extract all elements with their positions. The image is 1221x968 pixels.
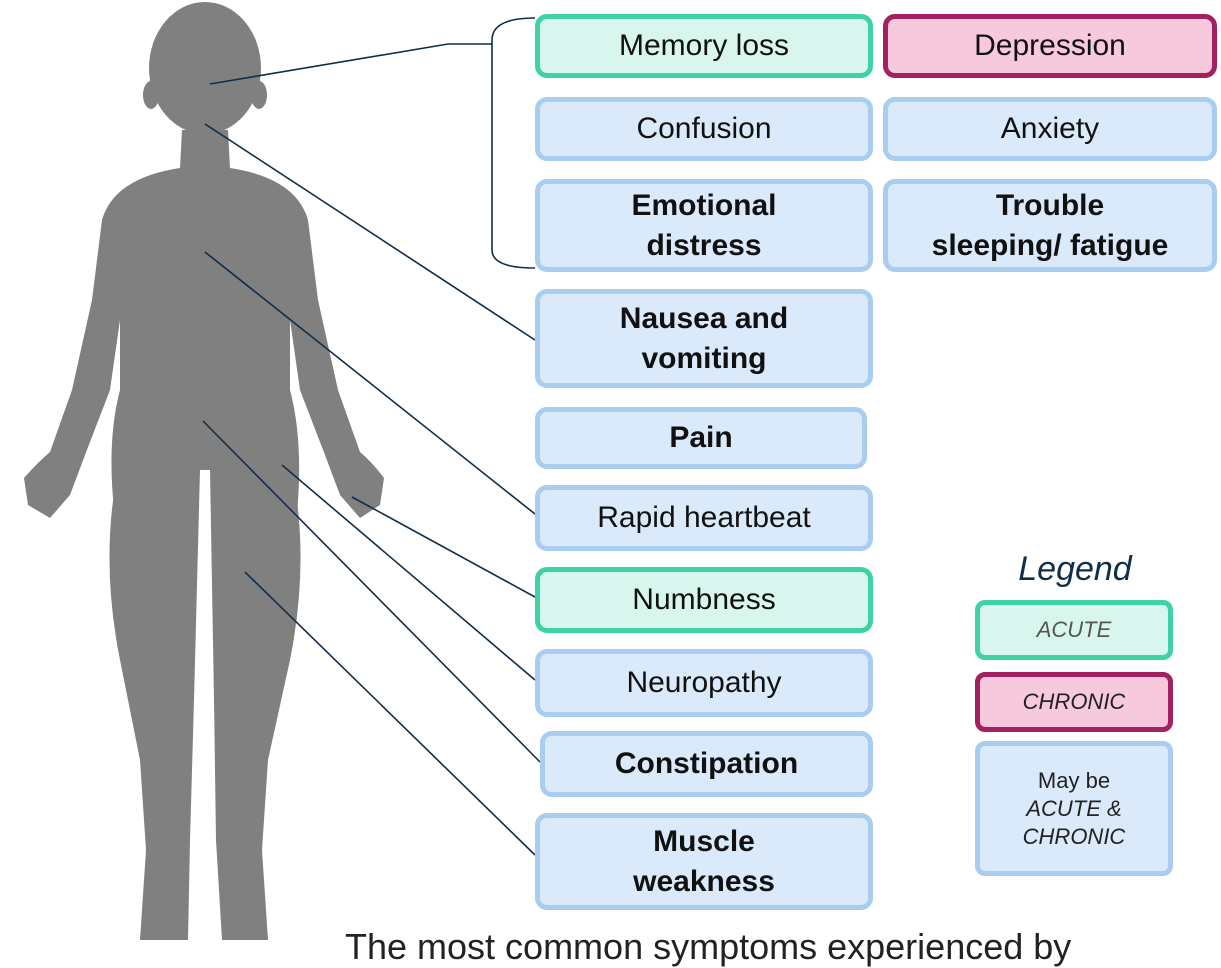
confusion-label: Confusion — [636, 109, 771, 149]
emotional-distress-line1: Emotional — [631, 186, 776, 226]
constipation-box: Constipation — [540, 731, 873, 797]
legend-title: Legend — [985, 550, 1165, 589]
rapid-heartbeat-label: Rapid heartbeat — [597, 498, 811, 538]
constipation-label: Constipation — [615, 744, 798, 784]
legend-both-line3: CHRONIC — [1023, 823, 1126, 851]
legend-acute-label: ACUTE — [1037, 616, 1112, 644]
legend-both-line1: May be — [1038, 767, 1110, 795]
left-leg — [109, 470, 200, 940]
memory-loss-box: Memory loss — [535, 14, 873, 78]
neuropathy-box: Neuropathy — [535, 649, 873, 717]
legend-both-line2: ACUTE & — [1026, 795, 1121, 823]
anxiety-label: Anxiety — [1001, 109, 1099, 149]
right-ear — [251, 81, 267, 109]
trouble-sleeping-line1: Trouble — [996, 186, 1104, 226]
legend-chronic: CHRONIC — [975, 672, 1173, 732]
memory-loss-label: Memory loss — [619, 26, 789, 66]
neuropathy-label: Neuropathy — [626, 663, 781, 703]
head — [149, 2, 261, 134]
pain-box: Pain — [535, 407, 867, 469]
torso-and-arms — [24, 130, 384, 540]
anxiety-box: Anxiety — [883, 97, 1217, 161]
numbness-box: Numbness — [535, 567, 873, 633]
numbness-label: Numbness — [632, 580, 775, 620]
left-ear — [143, 81, 159, 109]
caption: The most common symptoms experienced by — [345, 926, 1071, 968]
depression-box: Depression — [883, 14, 1217, 78]
legend-both: May be ACUTE & CHRONIC — [975, 741, 1173, 876]
muscle-weakness-line1: Muscle — [653, 822, 755, 862]
neuropathy-line — [282, 465, 535, 680]
trouble-sleeping-line2: sleeping/ fatigue — [932, 226, 1169, 266]
emotional-distress-box: Emotional distress — [535, 179, 873, 272]
emotional-distress-line2: distress — [646, 226, 761, 266]
legend-acute: ACUTE — [975, 600, 1173, 660]
legend-chronic-label: CHRONIC — [1023, 688, 1126, 716]
depression-label: Depression — [974, 26, 1126, 66]
head-bracket — [492, 18, 535, 268]
pain-label: Pain — [669, 418, 732, 458]
trouble-sleeping-box: Trouble sleeping/ fatigue — [883, 179, 1217, 272]
rapid-heartbeat-box: Rapid heartbeat — [535, 485, 873, 551]
nausea-box: Nausea and vomiting — [535, 289, 873, 388]
nausea-line2: vomiting — [642, 339, 767, 379]
confusion-box: Confusion — [535, 97, 873, 161]
nausea-line1: Nausea and — [620, 299, 788, 339]
muscle-weakness-box: Muscle weakness — [535, 813, 873, 910]
human-silhouette — [24, 2, 384, 940]
right-leg — [210, 470, 301, 940]
muscle-weakness-line2: weakness — [633, 862, 775, 902]
